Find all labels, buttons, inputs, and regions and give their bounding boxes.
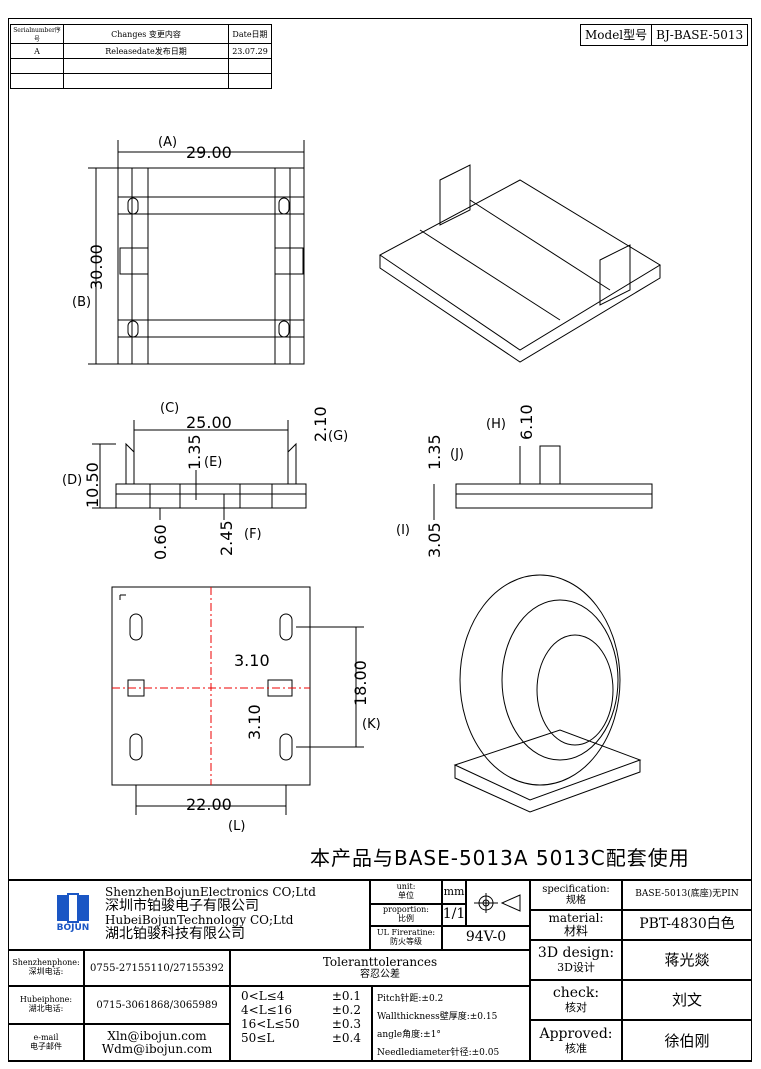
design-label: 3D design: xyxy=(537,945,615,962)
revision-table: Serialnumber序号 Changes 变更内容 Date日期 A Rel… xyxy=(10,24,272,89)
phone-sz-label: Shenzhenphone: xyxy=(12,958,80,968)
bojun-logo: BOJUN xyxy=(53,893,93,935)
unit-value: mm xyxy=(442,880,466,904)
dim-i-value: 3.05 xyxy=(425,522,444,558)
front-view xyxy=(92,420,307,520)
dim-h-value: 6.10 xyxy=(517,404,536,440)
approved-value: 徐伯刚 xyxy=(622,1020,752,1062)
proportion-label-cn: 比例 xyxy=(398,914,414,923)
proportion-label: proportion: xyxy=(383,905,429,915)
dim-f-value: 2.45 xyxy=(217,520,236,556)
top-view xyxy=(88,140,305,365)
tolerance-title: Toleranttolerances xyxy=(322,954,438,969)
dim-e-value: 1.35 xyxy=(185,434,204,470)
needle-tolerance: Needlediameter针径:±0.05 xyxy=(377,1048,500,1058)
check-label: check: xyxy=(552,985,600,1002)
technical-drawing: (A) 29.00 (B) 30.00 (C) 25.00 (D) 10.50 … xyxy=(62,135,661,834)
dim-c-value: 25.00 xyxy=(186,413,232,432)
dim-l-label: (L) xyxy=(228,819,245,834)
pitch-tolerance: Pitch针距:±0.2 xyxy=(377,994,444,1004)
company-name-en-2: HubeiBojunTechnology CO;Ltd xyxy=(105,913,294,927)
tol-range: 50≤L xyxy=(241,1031,275,1045)
tol-value: ±0.1 xyxy=(331,989,361,1003)
material-label: material: xyxy=(548,910,604,925)
dim-b-label: (B) xyxy=(72,295,91,310)
dim-a-value: 29.00 xyxy=(186,143,232,162)
phone-sz-value: 0755-27155110/27155392 xyxy=(84,950,230,986)
wall-tolerance: Wallthickness壁厚度:±0.15 xyxy=(377,1012,498,1022)
email-1: Xln@ibojun.com xyxy=(107,1028,207,1043)
dim-g-label: (G) xyxy=(328,429,348,444)
dim-d-label: (D) xyxy=(62,473,82,488)
tolerance-title-cn: 容忍公差 xyxy=(360,969,400,981)
projection-symbol xyxy=(466,880,530,926)
approved-label-cn: 核准 xyxy=(565,1041,587,1055)
dim-k-label: (K) xyxy=(362,717,381,732)
design-label-cn: 3D设计 xyxy=(557,960,595,974)
dim-e-label: (E) xyxy=(204,455,222,470)
tolerance-notes: Pitch针距:±0.2 Wallthickness壁厚度:±0.15 angl… xyxy=(372,986,530,1062)
check-value: 刘文 xyxy=(622,980,752,1020)
model-label: Model型号 xyxy=(585,28,648,42)
dim-o-value: 3.10 xyxy=(245,704,264,740)
phone-hb-label: Hubeiphone: xyxy=(19,995,73,1005)
phone-hb-label-cn: 湖北电话: xyxy=(28,1004,64,1013)
ul-label-cn: 防火等级 xyxy=(390,937,422,946)
tol-value: ±0.3 xyxy=(331,1017,361,1031)
dim-c-label: (C) xyxy=(160,401,179,416)
dim-m-value: 0.60 xyxy=(151,524,170,560)
material-label-cn: 材料 xyxy=(563,924,588,938)
drawing-frame xyxy=(8,18,752,1061)
spec-label-cn: 规格 xyxy=(566,895,586,906)
email-label-cn: 电子邮件 xyxy=(30,1042,62,1051)
phone-sz-label-cn: 深圳电话: xyxy=(28,967,64,976)
dim-i-label: (I) xyxy=(396,523,410,538)
model-value: BJ-BASE-5013 xyxy=(651,25,747,45)
company-name-cn-1: 深圳市铂骏电子有限公司 xyxy=(105,898,259,914)
dim-n-value: 3.10 xyxy=(234,651,270,670)
compatibility-note: 本产品与BASE-5013A 5013C配套使用 xyxy=(310,846,690,870)
tol-value: ±0.2 xyxy=(331,1003,361,1017)
ul-label: UL Fireratine: xyxy=(376,928,436,938)
phone-hb-value: 0715-3061868/3065989 xyxy=(84,986,230,1024)
spec-value: BASE-5013(底座)无PIN xyxy=(622,880,752,910)
ul-value: 94V-0 xyxy=(442,926,530,950)
rev-date xyxy=(228,73,272,89)
tol-range: 16<L≤50 xyxy=(241,1017,300,1031)
dim-b-value: 30.00 xyxy=(87,244,106,290)
tol-value: ±0.4 xyxy=(331,1031,361,1045)
company-name-cn-2: 湖北铂骏科技有限公司 xyxy=(105,926,245,942)
side-view xyxy=(433,445,653,520)
material-value: PBT-4830白色 xyxy=(622,910,752,940)
approved-label: Approved: xyxy=(539,1026,613,1043)
design-value: 蒋光燚 xyxy=(622,940,752,980)
dim-a-label: (A) xyxy=(158,135,177,150)
check-label-cn: 核对 xyxy=(565,1000,587,1014)
tol-range: 4<L≤16 xyxy=(241,1003,292,1017)
company-cell: BOJUN ShenzhenBojunElectronics CO;Ltd 深圳… xyxy=(8,880,370,950)
dim-k-value: 18.00 xyxy=(351,660,370,706)
title-block: BOJUN ShenzhenBojunElectronics CO;Ltd 深圳… xyxy=(8,879,752,1062)
bottom-view xyxy=(111,586,364,815)
dim-f-label: (F) xyxy=(244,527,262,542)
dim-g-value: 2.10 xyxy=(311,406,330,442)
iso-assembly-view xyxy=(453,574,642,813)
iso-base-view xyxy=(379,164,661,363)
proportion-value: 1/1 xyxy=(442,904,466,926)
dim-j-value: 1.35 xyxy=(425,434,444,470)
spec-label: specification: xyxy=(542,884,610,895)
tol-range: 0<L≤4 xyxy=(241,989,285,1003)
email-2: Wdm@ibojun.com xyxy=(101,1042,213,1056)
dim-l-value: 22.00 xyxy=(186,795,232,814)
company-name-en-1: ShenzhenBojunElectronics CO;Ltd xyxy=(105,885,316,899)
dim-h-label: (H) xyxy=(486,417,506,432)
angle-tolerance: angle角度:±1° xyxy=(377,1030,441,1040)
model-box: Model型号 BJ-BASE-5013 xyxy=(580,24,749,46)
dim-d-value: 10.50 xyxy=(83,462,102,508)
unit-label-cn: 单位 xyxy=(398,891,414,900)
dim-j-label: (J) xyxy=(450,447,464,462)
email-label: e-mail xyxy=(33,1033,59,1043)
tolerance-table: 0<L≤4 ±0.1 4<L≤16 ±0.2 16<L≤50 ±0.3 50≤L ±0.… xyxy=(230,986,372,1062)
unit-label: unit: xyxy=(396,882,416,892)
